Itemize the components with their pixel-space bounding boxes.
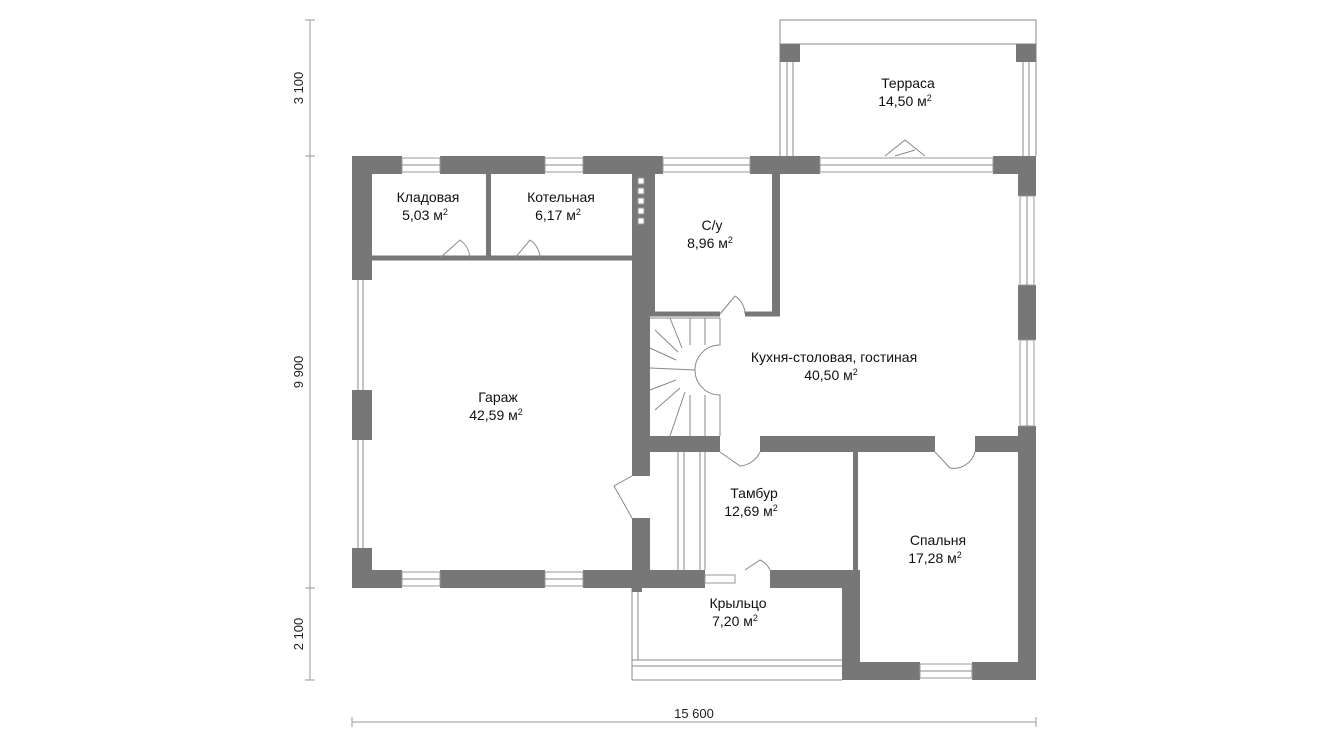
dimension-lines xyxy=(305,19,1037,727)
dim-top-vertical: 3 100 xyxy=(291,72,306,105)
doors xyxy=(439,139,976,584)
svg-text:42,59 м2: 42,59 м2 xyxy=(469,407,523,423)
dim-middle-vertical: 9 900 xyxy=(291,356,306,389)
room-label-terrace: Терраса 14,50 м2 xyxy=(878,75,935,109)
svg-text:8,96 м2: 8,96 м2 xyxy=(687,235,733,251)
terrace-post-right xyxy=(1016,44,1036,62)
room-label-porch: Крыльцо 7,20 м2 xyxy=(709,595,766,629)
svg-text:Тамбур: Тамбур xyxy=(730,485,778,501)
dim-bottom-vertical: 2 100 xyxy=(291,618,306,651)
svg-text:17,28 м2: 17,28 м2 xyxy=(908,550,962,566)
svg-text:6,17 м2: 6,17 м2 xyxy=(535,207,581,223)
windows xyxy=(357,157,1035,679)
room-label-boiler: Котельная 6,17 м2 xyxy=(527,189,595,223)
room-label-garage: Гараж 42,59 м2 xyxy=(469,389,523,423)
terrace-structure xyxy=(779,19,1037,156)
terrace-post-left xyxy=(780,44,800,62)
svg-text:Спальня: Спальня xyxy=(910,532,966,548)
exterior-walls xyxy=(352,156,1036,680)
svg-text:40,50 м2: 40,50 м2 xyxy=(804,367,858,383)
svg-text:Терраса: Терраса xyxy=(881,75,935,91)
svg-text:Котельная: Котельная xyxy=(527,189,595,205)
garage-pillar xyxy=(352,390,372,440)
svg-text:С/у: С/у xyxy=(702,217,723,233)
room-label-kitchen: Кухня-столовая, гостиная 40,50 м2 xyxy=(751,349,917,383)
svg-text:Крыльцо: Крыльцо xyxy=(709,595,766,611)
interior-walls xyxy=(352,156,1036,588)
svg-text:12,69 м2: 12,69 м2 xyxy=(724,503,778,519)
svg-text:7,20 м2: 7,20 м2 xyxy=(712,613,758,629)
room-label-bedroom: Спальня 17,28 м2 xyxy=(908,532,966,566)
svg-text:Кладовая: Кладовая xyxy=(397,189,460,205)
porch-structure xyxy=(631,588,842,681)
svg-text:5,03 м2: 5,03 м2 xyxy=(402,207,448,223)
room-label-bathroom: С/у 8,96 м2 xyxy=(687,217,733,251)
staircase xyxy=(649,317,721,570)
room-label-vestibule: Тамбур 12,69 м2 xyxy=(724,485,778,519)
ventilation-ducts xyxy=(637,177,645,225)
svg-text:Гараж: Гараж xyxy=(478,389,518,405)
room-label-storage: Кладовая 5,03 м2 xyxy=(397,189,460,223)
dim-horizontal: 15 600 xyxy=(674,706,714,721)
svg-text:14,50 м2: 14,50 м2 xyxy=(878,93,932,109)
svg-text:Кухня-столовая, гостиная: Кухня-столовая, гостиная xyxy=(751,349,917,365)
